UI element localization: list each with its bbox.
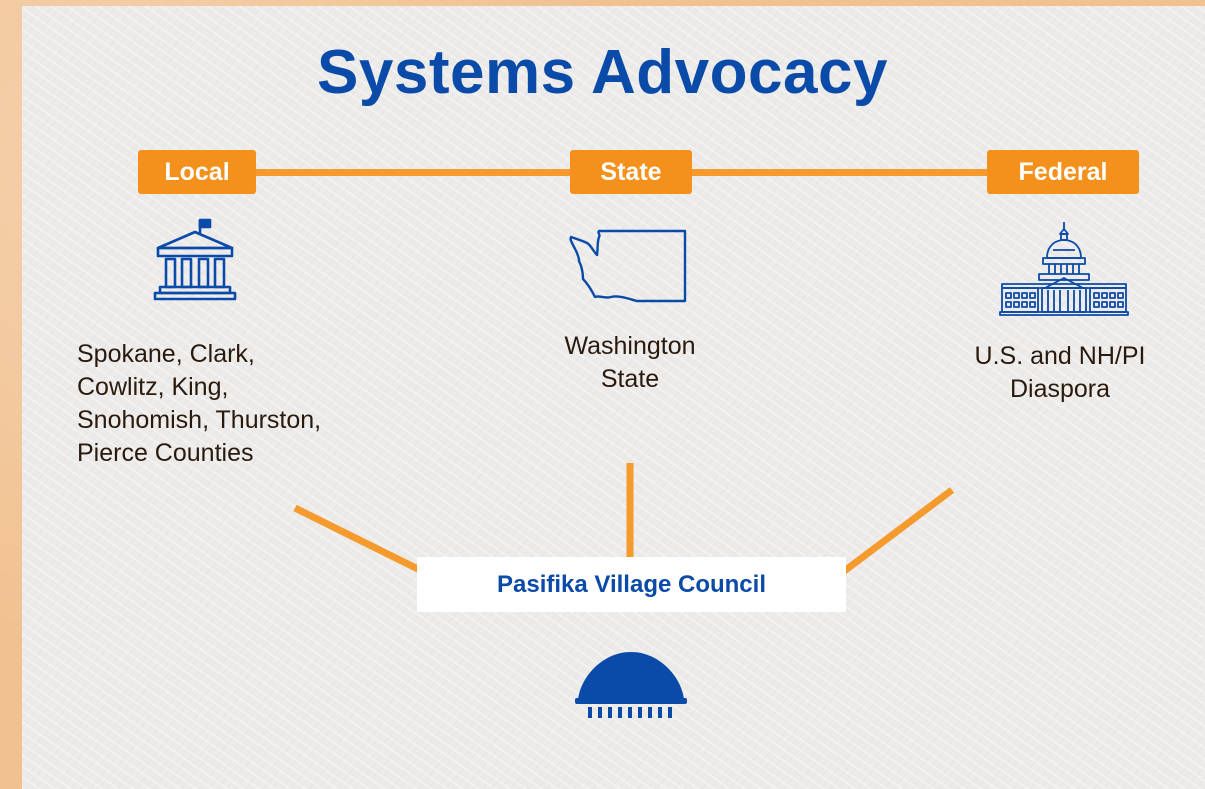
council-label-box: Pasifika Village Council bbox=[417, 557, 846, 612]
federal-description-line: Diaspora bbox=[1009, 375, 1111, 403]
fale-icon bbox=[575, 652, 687, 718]
federal-description-line: U.S. and NH/PI bbox=[974, 342, 1146, 370]
level-tag-local: Local bbox=[138, 150, 256, 194]
local-description-line: Spokane, Clark, bbox=[77, 340, 255, 368]
local-description-line: Pierce Counties bbox=[77, 439, 254, 467]
us-capitol-icon bbox=[999, 222, 1129, 316]
federal-description: U.S. and NH/PI Diaspora bbox=[935, 340, 1185, 406]
washington-state-map-icon bbox=[569, 229, 687, 303]
paper-panel bbox=[22, 6, 1205, 789]
page-title: Systems Advocacy bbox=[317, 38, 888, 107]
local-description-line: Cowlitz, King, bbox=[77, 373, 229, 401]
connector-federal bbox=[832, 487, 955, 581]
local-description: Spokane, Clark, Cowlitz, King, Snohomish… bbox=[77, 338, 437, 470]
level-tag-federal: Federal bbox=[987, 150, 1139, 194]
connector-local bbox=[293, 504, 432, 579]
state-description-line: Washington bbox=[564, 332, 696, 360]
courthouse-icon bbox=[153, 218, 237, 301]
state-description: Washington State bbox=[520, 330, 740, 396]
local-description-line: Snohomish, Thurston, bbox=[77, 406, 322, 434]
state-description-line: State bbox=[600, 365, 660, 393]
level-tag-state: State bbox=[570, 150, 692, 194]
